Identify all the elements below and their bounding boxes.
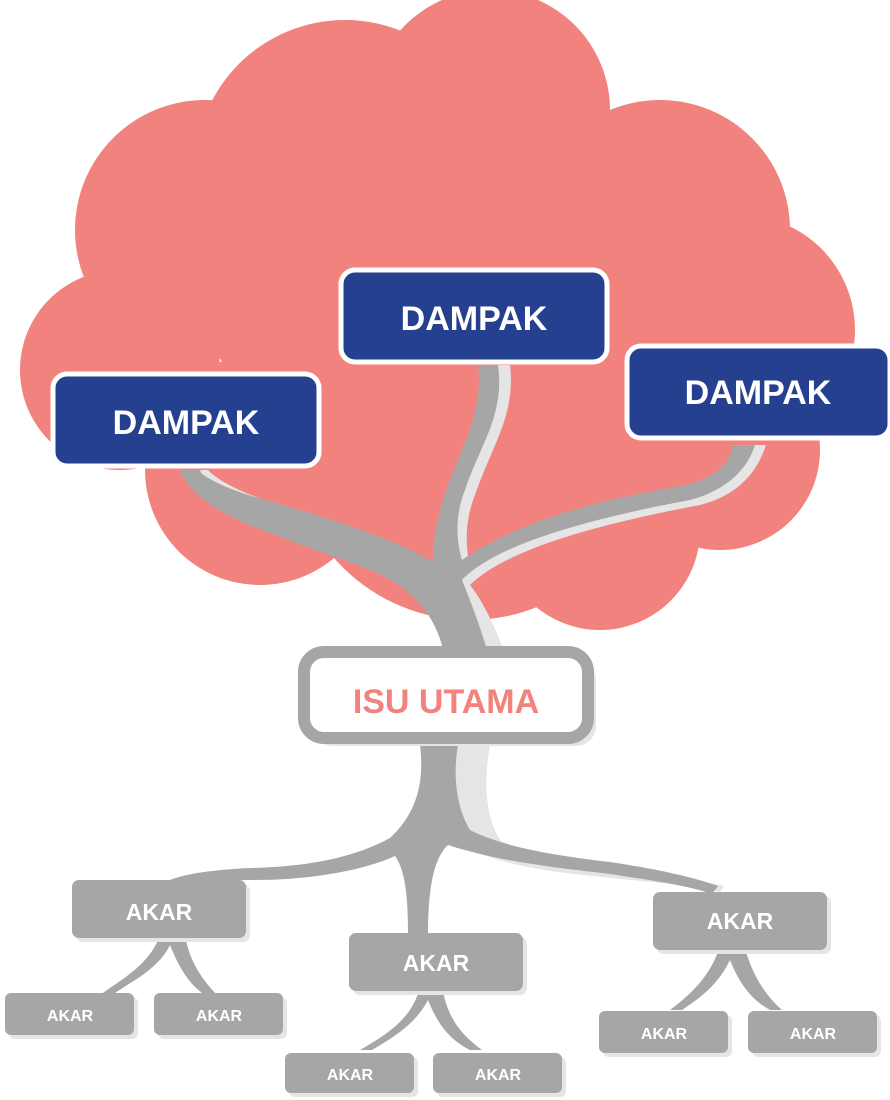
akar-box-center[interactable]: AKAR	[349, 933, 527, 995]
dampak-label: DAMPAK	[113, 404, 260, 442]
akar-sub-box[interactable]: AKAR	[433, 1053, 566, 1097]
isu-utama-label: ISU UTAMA	[353, 683, 539, 721]
akar-sub-box[interactable]: AKAR	[285, 1053, 418, 1097]
akar-sub-label: AKAR	[47, 1008, 94, 1025]
tree-trunk	[170, 365, 755, 935]
dampak-box-center[interactable]: DAMPAK	[338, 267, 610, 365]
isu-utama-box[interactable]: ISU UTAMA	[298, 646, 596, 746]
akar-sub-label: AKAR	[327, 1067, 374, 1084]
akar-label: AKAR	[707, 908, 774, 934]
akar-sub-box[interactable]: AKAR	[5, 993, 138, 1039]
akar-sub-label: AKAR	[790, 1026, 837, 1043]
akar-box-right[interactable]: AKAR	[653, 892, 831, 954]
dampak-box-right[interactable]: DAMPAK	[624, 343, 890, 441]
akar-sub-label: AKAR	[475, 1067, 522, 1084]
akar-label: AKAR	[403, 950, 470, 976]
akar-box-left[interactable]: AKAR	[72, 880, 250, 942]
akar-sub-label: AKAR	[196, 1008, 243, 1025]
dampak-label: DAMPAK	[401, 300, 548, 338]
dampak-label: DAMPAK	[685, 374, 832, 412]
dampak-box-left[interactable]: DAMPAK	[50, 371, 322, 469]
akar-label: AKAR	[126, 899, 193, 925]
akar-sub-box[interactable]: AKAR	[599, 1011, 732, 1057]
akar-sub-label: AKAR	[641, 1026, 688, 1043]
akar-sub-box[interactable]: AKAR	[748, 1011, 881, 1057]
akar-sub-box[interactable]: AKAR	[154, 993, 287, 1039]
root-connectors	[100, 935, 782, 1050]
